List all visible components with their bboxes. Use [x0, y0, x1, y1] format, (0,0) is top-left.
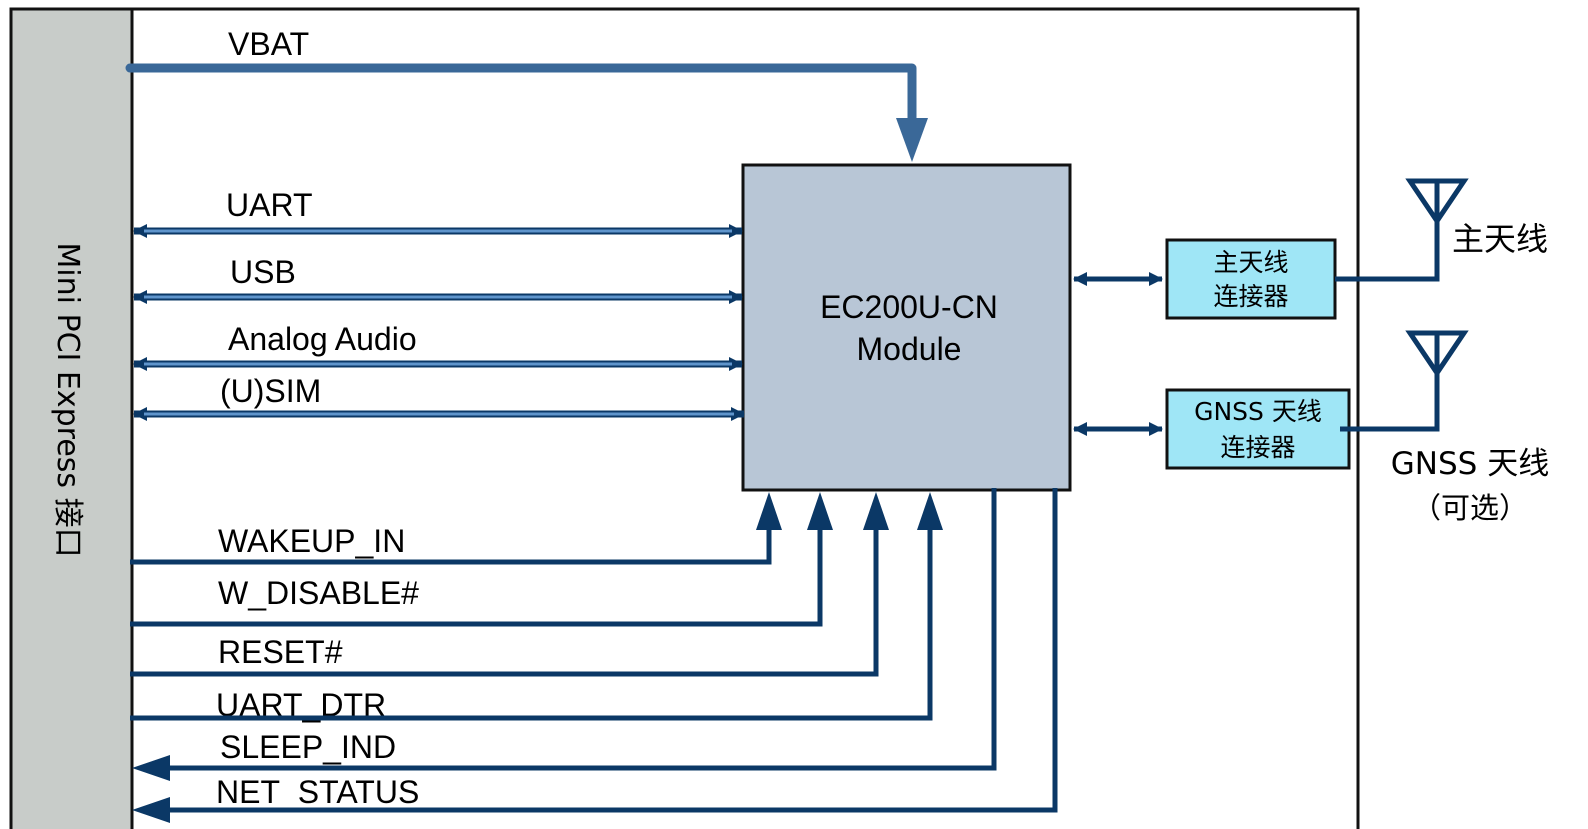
sleep-ind-arrowhead [132, 755, 170, 781]
board-outline [9, 7, 1360, 829]
analog-audio-label: Analog Audio [228, 321, 417, 357]
bus-signals: UART USB Analog Audio (U)SIM [133, 187, 745, 421]
net-status-line [168, 488, 1058, 813]
gnss-antenna-path: GNSS 天线 连接器 GNSS 天线 （可选） [1073, 330, 1549, 525]
reset-line [130, 528, 879, 677]
wakeup-in-arrowhead [756, 492, 782, 530]
interface-label: Mini PCI Express 接口 [50, 242, 85, 557]
module-name: EC200U-CN [820, 289, 998, 325]
vbat-power-line [125, 63, 917, 125]
gnss-antenna-label: GNSS 天线 [1391, 446, 1549, 482]
input-signals: WAKEUP_IN W_DISABLE# RESET# UART_DTR [130, 492, 943, 723]
w-disable-line [130, 528, 823, 627]
wakeup-in-line [130, 528, 772, 565]
gnss-connector-line2: 连接器 [1220, 433, 1295, 462]
uart-label: UART [226, 187, 313, 223]
main-antenna-connector [1165, 238, 1337, 320]
usim-label: (U)SIM [220, 373, 321, 409]
main-antenna-label: 主天线 [1452, 220, 1548, 258]
mini-pcie-interface-bar [9, 7, 134, 829]
gnss-antenna-icon [1405, 330, 1469, 378]
main-antenna-icon [1405, 178, 1469, 226]
uart-dtr-line [130, 528, 933, 721]
gnss-connector-line1: GNSS 天线 [1194, 397, 1322, 426]
module-subtitle: Module [857, 331, 962, 367]
net-status-arrowhead [132, 797, 170, 823]
main-connector-line2: 连接器 [1213, 282, 1288, 311]
reset-label: RESET# [218, 634, 343, 670]
vbat-arrowhead [896, 118, 928, 162]
sleep-ind-label: SLEEP_IND [220, 729, 396, 765]
ec200u-module [741, 163, 1072, 492]
sleep-ind-line [168, 488, 997, 771]
gnss-antenna-optional: （可选） [1412, 491, 1528, 525]
main-antenna-wire [1335, 210, 1440, 282]
output-signals: SLEEP_IND NET_STATUS [132, 488, 1058, 823]
gnss-antenna-wire [1340, 362, 1440, 432]
main-antenna-path: 主天线 连接器 主天线 [1073, 178, 1548, 320]
reset-arrowhead [863, 492, 889, 530]
net-status-label: NET_STATUS [216, 774, 419, 810]
w-disable-arrowhead [807, 492, 833, 530]
usb-label: USB [230, 254, 296, 290]
main-connector-line1: 主天线 [1213, 248, 1288, 277]
wakeup-in-label: WAKEUP_IN [218, 523, 405, 559]
w-disable-label: W_DISABLE# [218, 575, 419, 611]
vbat-label: VBAT [228, 26, 309, 62]
uart-dtr-arrowhead [917, 492, 943, 530]
